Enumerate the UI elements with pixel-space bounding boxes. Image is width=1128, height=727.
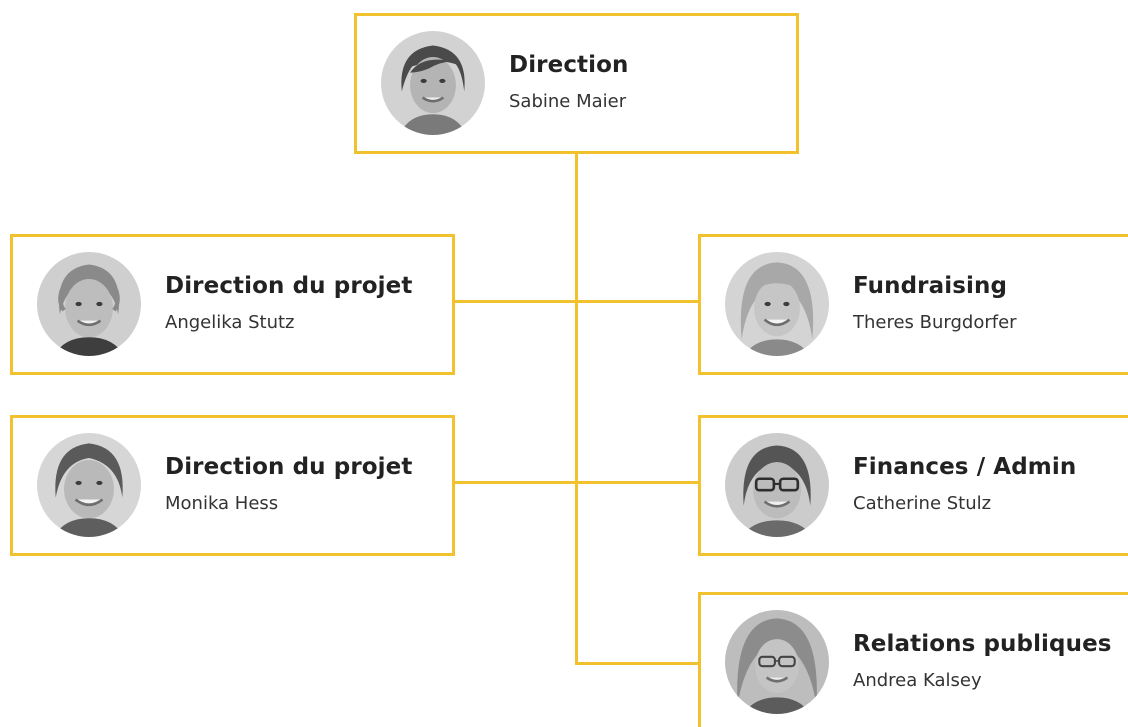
org-card-direction: Direction Sabine Maier [354, 13, 799, 154]
org-card-relations-publiques: Relations publiques Andrea Kalsey [698, 592, 1128, 727]
person-name: Angelika Stutz [165, 312, 295, 333]
portrait-photo-icon [37, 252, 141, 356]
org-card-direction-du-projet-1: Direction du projet Angelika Stutz [10, 234, 455, 375]
role-title: Fundraising [853, 273, 1008, 299]
role-title: Finances / Admin [853, 454, 1077, 480]
org-card-fundraising: Fundraising Theres Burgdorfer [698, 234, 1128, 375]
org-card-direction-du-projet-2: Direction du projet Monika Hess [10, 415, 455, 556]
org-card-finances-admin: Finances / Admin Catherine Stulz [698, 415, 1128, 556]
role-title: Direction du projet [165, 273, 413, 299]
role-title: Direction [509, 52, 629, 78]
connector-branch-row-3 [575, 662, 699, 665]
person-name: Theres Burgdorfer [853, 312, 1017, 333]
person-name: Monika Hess [165, 493, 279, 514]
portrait-photo-icon [37, 433, 141, 537]
person-name: Catherine Stulz [853, 493, 992, 514]
portrait-photo-icon [381, 31, 485, 135]
person-name: Sabine Maier [509, 91, 627, 112]
portrait-photo-icon [725, 610, 829, 714]
connector-branch-row-1 [453, 300, 699, 303]
portrait-photo-icon [725, 252, 829, 356]
role-title: Direction du projet [165, 454, 413, 480]
connector-trunk [575, 153, 578, 665]
portrait-photo-icon [725, 433, 829, 537]
person-name: Andrea Kalsey [853, 670, 982, 691]
role-title: Relations publiques [853, 631, 1112, 657]
connector-branch-row-2 [453, 481, 699, 484]
